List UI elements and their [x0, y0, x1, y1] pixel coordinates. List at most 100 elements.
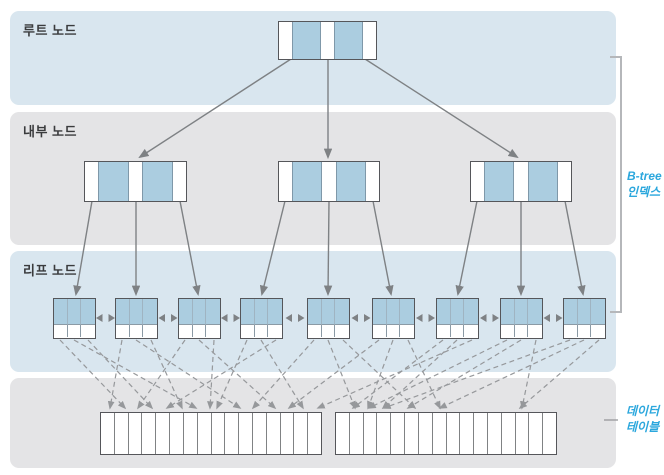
data-row-cell — [211, 413, 226, 454]
data-row-cell — [515, 413, 530, 454]
leaf-key-cell — [373, 299, 387, 325]
leaf-key-cell — [335, 299, 349, 325]
btree-index-label-line1: B-tree — [627, 169, 662, 183]
key-cell — [98, 162, 129, 201]
root-node — [278, 21, 377, 60]
data-block-2 — [335, 412, 557, 455]
leaf-node-9 — [563, 298, 606, 339]
row-pointer-dashed-arrow — [406, 339, 522, 409]
row-pointer-dashed-arrow — [316, 339, 473, 409]
row-pointer-dashed-arrow — [216, 339, 248, 410]
data-row-cell — [501, 413, 516, 454]
row-pointer-dashed-arrow — [520, 339, 537, 410]
leaf-row-pointer-cell — [268, 325, 282, 337]
leaf-row-pointer-cell — [54, 325, 68, 337]
leaf-key-cell — [81, 299, 95, 325]
row-pointer-dashed-arrow — [165, 339, 277, 409]
leaf-row-pointer-cell — [591, 325, 605, 337]
leaf-row-pointer-cell — [373, 325, 387, 337]
row-pointer-dashed-arrow — [367, 339, 508, 409]
data-row-cell — [252, 413, 267, 454]
leaf-key-cell — [54, 299, 68, 325]
data-row-cell — [377, 413, 392, 454]
leaf-row-pointer-cell — [254, 325, 269, 337]
internal-node-1 — [84, 161, 187, 202]
tree-edge-arrow — [564, 200, 586, 297]
data-row-cell — [418, 413, 433, 454]
data-row-cell — [405, 413, 419, 454]
row-pointer-dashed-arrow — [382, 339, 571, 409]
row-pointer-dashed-arrow — [87, 339, 154, 410]
leaf-link-right-arrow-icon — [233, 314, 240, 322]
pointer-cell — [471, 162, 485, 201]
leaf-row-pointer-cell — [450, 325, 465, 337]
row-pointer-dashed-arrow — [207, 339, 215, 410]
pointer-cell — [128, 162, 143, 201]
data-table-label: 데이터 테이블 — [626, 404, 659, 436]
leaf-row-pointer-cell — [335, 325, 349, 337]
leaf-row-pointer-cell — [400, 325, 414, 337]
leaf-row-pointer-cell — [308, 325, 322, 337]
data-row-cell — [460, 413, 475, 454]
row-pointer-dashed-arrow — [327, 339, 356, 410]
data-table-label-line2: 테이블 — [626, 419, 660, 434]
data-row-cell — [336, 413, 350, 454]
band-root-label: 루트 노드 — [23, 23, 77, 38]
tree-edge-arrow — [138, 58, 292, 159]
row-pointer-dashed-arrow — [407, 339, 441, 410]
leaf-link-left-arrow-icon — [351, 314, 358, 322]
tree-edge-arrow — [364, 58, 519, 159]
data-row-cell — [170, 413, 184, 454]
leaf-key-cell — [268, 299, 282, 325]
key-cell — [527, 162, 558, 201]
band-internal-label: 내부 노드 — [23, 124, 77, 139]
leaf-node-7 — [436, 298, 479, 339]
row-pointer-dashed-arrow — [73, 339, 198, 409]
row-pointer-dashed-arrow — [137, 339, 186, 410]
key-cell — [484, 162, 515, 201]
leaf-row-pointer-cell — [241, 325, 255, 337]
leaf-row-pointer-cell — [528, 325, 542, 337]
leaf-link-right-arrow-icon — [108, 314, 115, 322]
leaf-key-cell — [179, 299, 193, 325]
leaf-key-cell — [321, 299, 336, 325]
leaf-node-6 — [372, 298, 415, 339]
pointer-cell — [514, 162, 528, 201]
data-row-cell — [474, 413, 488, 454]
data-table-label-line1: 데이터 — [626, 404, 660, 418]
data-row-cell — [225, 413, 240, 454]
leaf-key-cell — [501, 299, 515, 325]
key-cell — [291, 22, 322, 59]
leaf-key-cell — [241, 299, 255, 325]
leaf-link-left-arrow-icon — [96, 314, 103, 322]
data-row-cell — [391, 413, 406, 454]
leaf-link-left-arrow-icon — [480, 314, 487, 322]
data-row-cell — [543, 413, 556, 454]
leaf-row-pointer-cell — [192, 325, 207, 337]
row-pointer-dashed-arrow — [438, 339, 585, 409]
data-row-cell — [266, 413, 281, 454]
key-cell — [335, 162, 366, 201]
leaf-key-cell — [67, 299, 82, 325]
leaf-row-pointer-cell — [577, 325, 592, 337]
data-row-cell — [156, 413, 171, 454]
row-pointer-dashed-arrow — [342, 339, 417, 410]
data-row-cell — [432, 413, 447, 454]
tree-edge-arrow — [323, 200, 333, 297]
pointer-cell — [322, 162, 336, 201]
leaf-row-pointer-cell — [514, 325, 529, 337]
data-row-cell — [349, 413, 364, 454]
leaf-link-right-arrow-icon — [298, 314, 305, 322]
leaf-key-cell — [450, 299, 465, 325]
leaf-node-8 — [500, 298, 543, 339]
leaf-link-left-arrow-icon — [221, 314, 228, 322]
leaf-key-cell — [591, 299, 605, 325]
row-pointer-dashed-arrow — [198, 339, 277, 410]
key-cell — [142, 162, 173, 201]
pointer-cell — [85, 162, 99, 201]
internal-node-3 — [470, 161, 572, 202]
leaf-key-cell — [129, 299, 144, 325]
leaf-node-5 — [307, 298, 350, 339]
